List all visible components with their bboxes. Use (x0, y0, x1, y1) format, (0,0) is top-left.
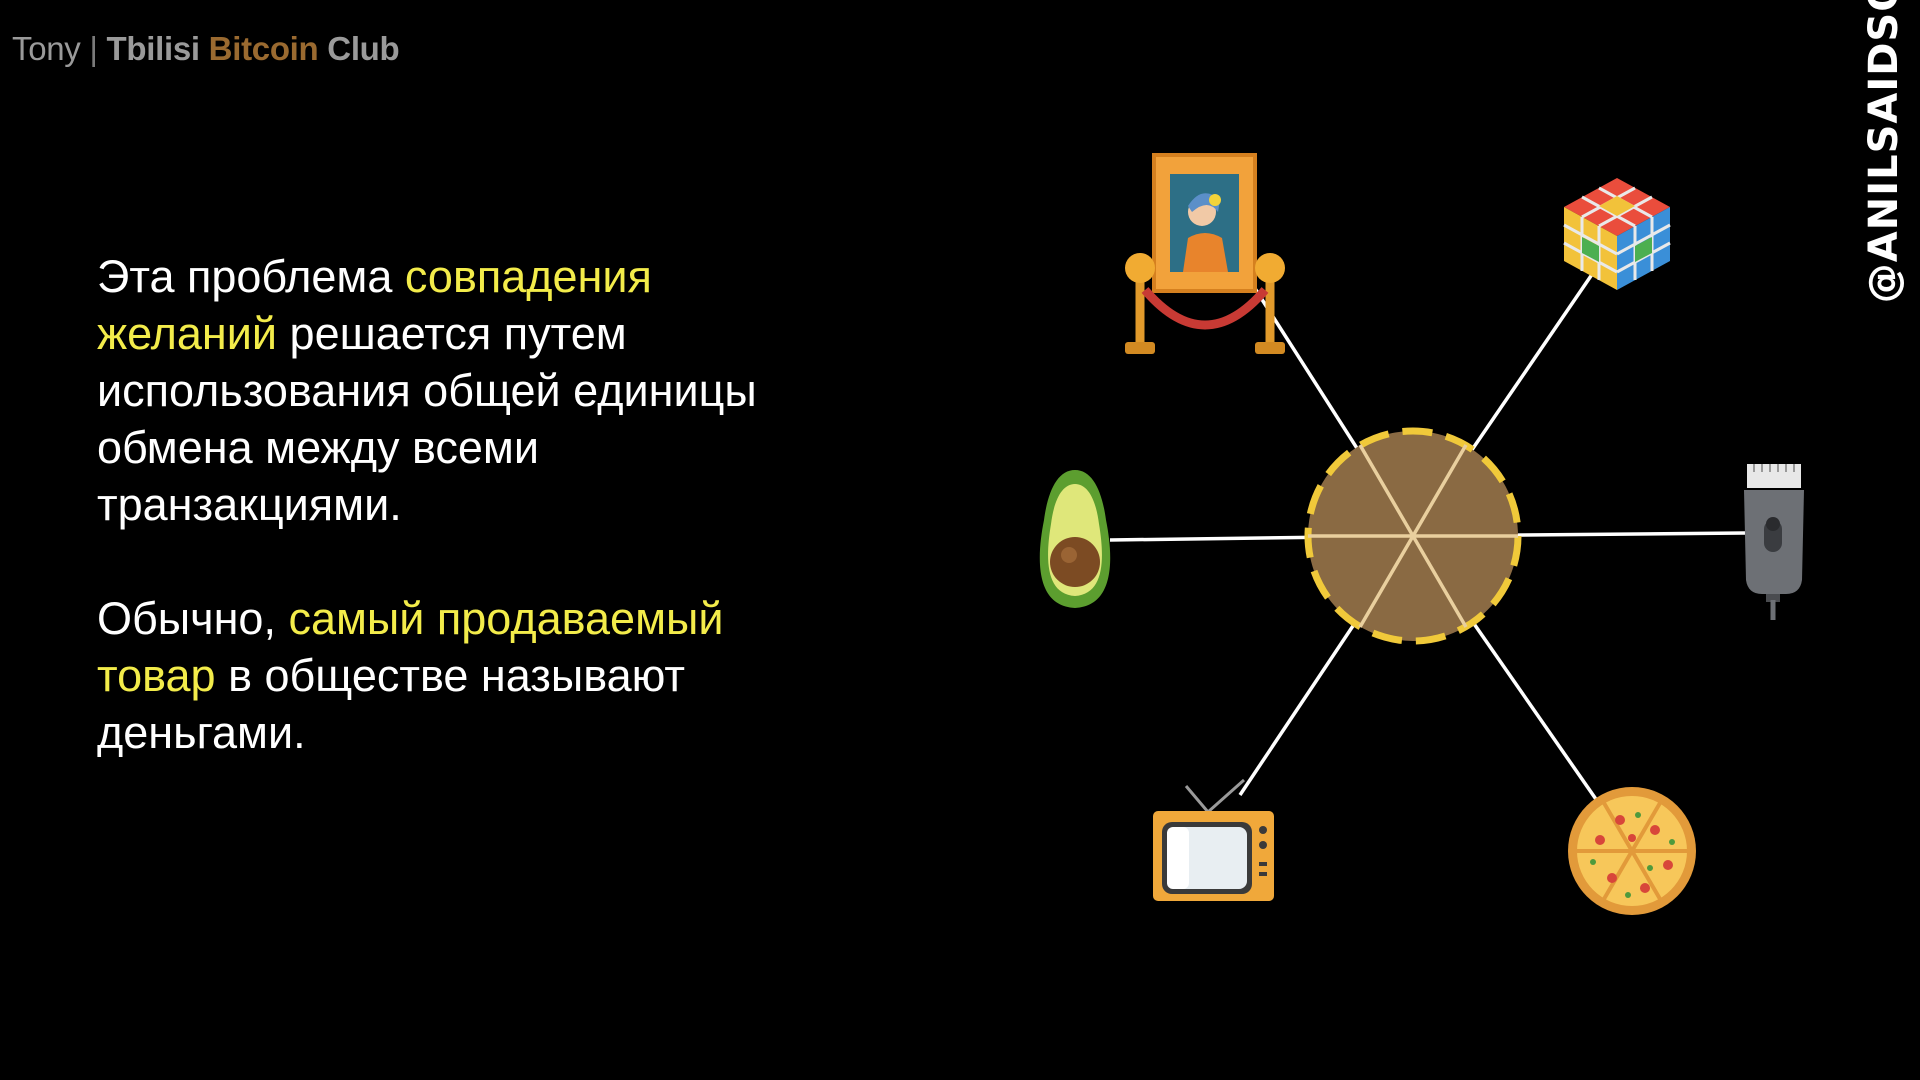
brand-tbilisi: Tbilisi (106, 30, 201, 67)
slide-text: Эта проблема совпадения желаний решается… (97, 248, 817, 761)
paragraph-2-highlight: самый продаваемый товар (97, 593, 724, 701)
avocado-icon (1039, 470, 1111, 608)
author-name: Tony (12, 30, 81, 67)
brand-club: Club (327, 30, 400, 67)
header-credit: Tony | Tbilisi Bitcoin Club (12, 30, 400, 68)
hub-coin (1304, 427, 1522, 645)
paragraph-2-text-b: в обществе называют деньгами. (97, 650, 686, 758)
paragraph-2: Обычно, самый продаваемый товар в общест… (97, 590, 817, 761)
header-separator: | (89, 30, 98, 67)
paragraph-1: Эта проблема совпадения желаний решается… (97, 248, 817, 533)
paragraph-1-text-a: Эта проблема (97, 251, 405, 302)
paragraph-1-text-b: решается путем использования общей едини… (97, 308, 757, 530)
paragraph-1-highlight: совпадения желаний (97, 251, 652, 359)
pizza-icon (1568, 787, 1696, 915)
brand-bitcoin: Bitcoin (208, 30, 319, 67)
hair-clipper-icon (1744, 464, 1804, 620)
painting-icon (1125, 153, 1285, 354)
paragraph-2-text-a: Обычно, (97, 593, 289, 644)
rubiks-cube-icon (1563, 178, 1671, 290)
tv-icon (1153, 778, 1274, 901)
